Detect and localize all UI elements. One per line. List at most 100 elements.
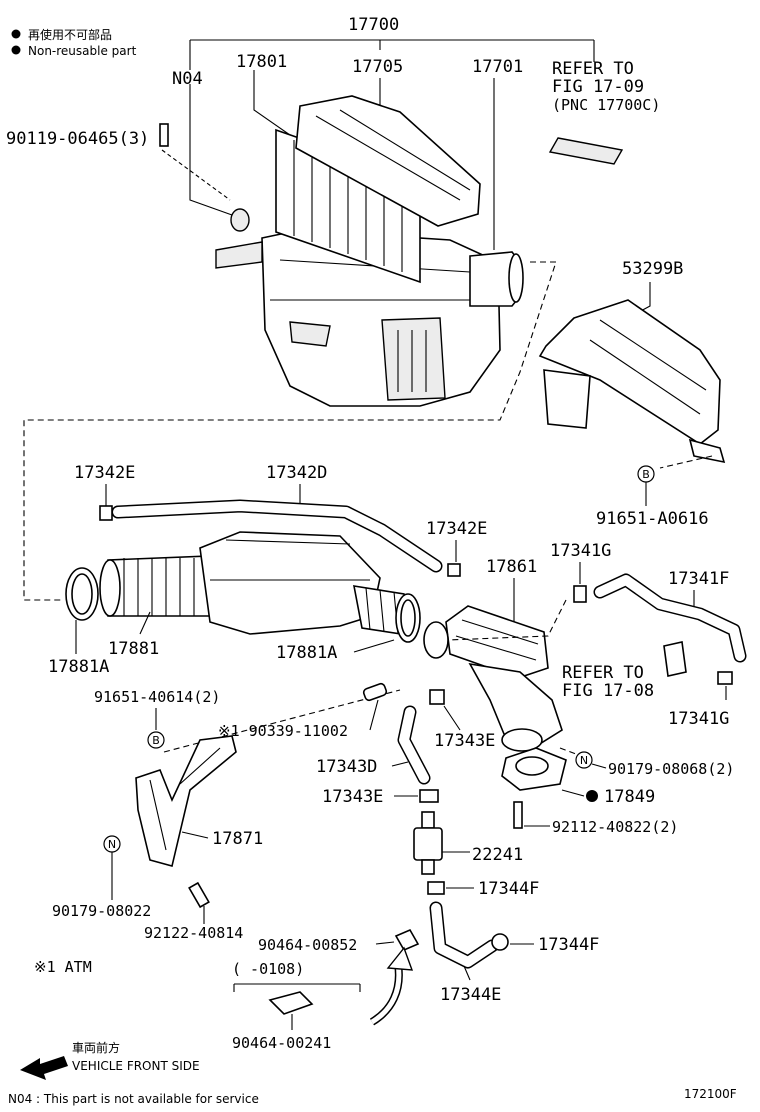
clip-17341g-b [717,671,733,685]
gasket-strip [548,137,624,165]
connector-elbow [468,662,563,751]
clip-17344f-a [427,881,445,895]
label-90119: 90119-06465(3) [6,129,149,149]
vehicle-front-jp: 車両前方 [72,1040,120,1055]
bellows-ribs [123,558,195,616]
grommet-n04 [230,208,250,232]
leader-17700 [189,39,595,70]
label-17705: 17705 [352,57,403,77]
guide-case-to-hose [23,261,557,601]
label-17801: 17801 [236,52,287,72]
label-17701: 17701 [472,57,523,77]
date-range: ( -0108) [232,960,304,978]
pipe-clip [663,641,687,677]
air-cleaner-cap [295,95,481,227]
intake-duct-ribs [589,319,707,415]
leader-90339 [369,699,379,731]
label-90464-00852: 90464-00852 [258,936,357,954]
label-17342e-b: 17342E [426,519,487,539]
intake-duct-mouth [543,369,591,429]
leader-17343e-a [443,705,461,731]
case-tab [215,241,263,269]
marker-n-text: N [108,838,116,851]
label-17342d: 17342D [266,463,327,483]
clip-17343e-a [429,689,445,705]
label-17881a-b: 17881A [276,643,337,663]
legend-en: Non-reusable part [28,44,137,58]
label-91651-40614: 91651-40614(2) [94,688,220,706]
leader-17881 [139,611,151,635]
label-17344f-a: 17344F [478,879,539,899]
case-outlet-ring [508,253,524,303]
label-92122: 92122-40814 [144,924,243,942]
bracket-17871 [135,735,237,867]
bolt-90119 [159,123,169,147]
leader-17871 [181,831,209,839]
resonator-ribs [210,539,370,581]
atm-note: ※1 ATM [34,958,92,976]
clamp-90464-00852 [394,928,420,952]
vsv-bottom-port [421,859,435,875]
refer-1709-line2: FIG 17-09 [552,77,644,97]
clip-17342e-b [447,563,461,577]
refer-1708-line1: REFER TO [562,663,644,683]
marker-b-text: B [152,734,160,747]
vehicle-front-arrow-icon [20,1056,68,1080]
intake-duct-tab [688,438,726,464]
cap-ribs [315,109,471,201]
connector-inlet-ring [423,621,449,659]
marker-n-text: N [580,754,588,767]
label-17341g-b: 17341G [668,709,729,729]
reference-arrow-head [386,946,414,971]
clamp-90464-00241 [268,991,314,1015]
vsv-22241 [413,827,443,861]
air-connector-17861 [445,605,549,679]
refer-1709-line1: REFER TO [552,59,634,79]
label-17881: 17881 [108,639,159,659]
filter-pleats [293,140,403,272]
clip-17341g-a [573,585,587,603]
plug-90339 [362,682,388,702]
guide-17341g [447,599,567,641]
label-17881a-a: 17881A [48,657,109,677]
case-tab [289,321,331,347]
resonator-body [199,531,381,635]
label-n04: N04 [172,69,203,89]
label-53299b: 53299B [622,259,683,279]
clip-17342e-a [99,505,113,521]
refer-1708-line2: FIG 17-08 [562,681,654,701]
leader-17881a-b [353,639,395,653]
label-90179-08022: 90179-08022 [52,902,151,920]
legend-jp: 再使用不可部品 [28,27,112,42]
label-90464-00241: 90464-00241 [232,1034,331,1052]
label-92112: 92112-40822(2) [552,818,678,836]
leader-n04 [189,84,233,216]
leader-17801 [253,70,291,136]
label-17344f-b: 17344F [538,935,599,955]
date-range-bracket [233,983,361,992]
connector-ribs [455,619,539,661]
leader-90119 [161,149,231,201]
intake-duct [538,299,721,445]
label-90339: ※1 90339-11002 [218,722,348,740]
label-17343e-a: 17343E [434,731,495,751]
clip-17343e-b [419,789,439,803]
leader-17344e [463,965,471,981]
bolt-92112 [513,801,523,829]
vsv-top-port [421,811,435,829]
marker-n [575,751,593,769]
marker-b [147,731,165,749]
case-side-ribs [397,330,427,392]
label-17343d: 17343D [316,757,377,777]
label-17341g-a: 17341G [550,541,611,561]
label-17700: 17700 [348,15,399,35]
bolt-92122 [188,881,210,909]
label-91651-a0616: 91651-A0616 [596,509,709,529]
label-17344e: 17344E [440,985,501,1005]
refer-1709-line3: (PNC 17700C) [552,96,660,114]
label-17343e-b: 17343E [322,787,383,807]
figure-code: 172100F [684,1087,737,1101]
leader-17343d [391,761,409,767]
label-17342e-a: 17342E [74,463,135,483]
